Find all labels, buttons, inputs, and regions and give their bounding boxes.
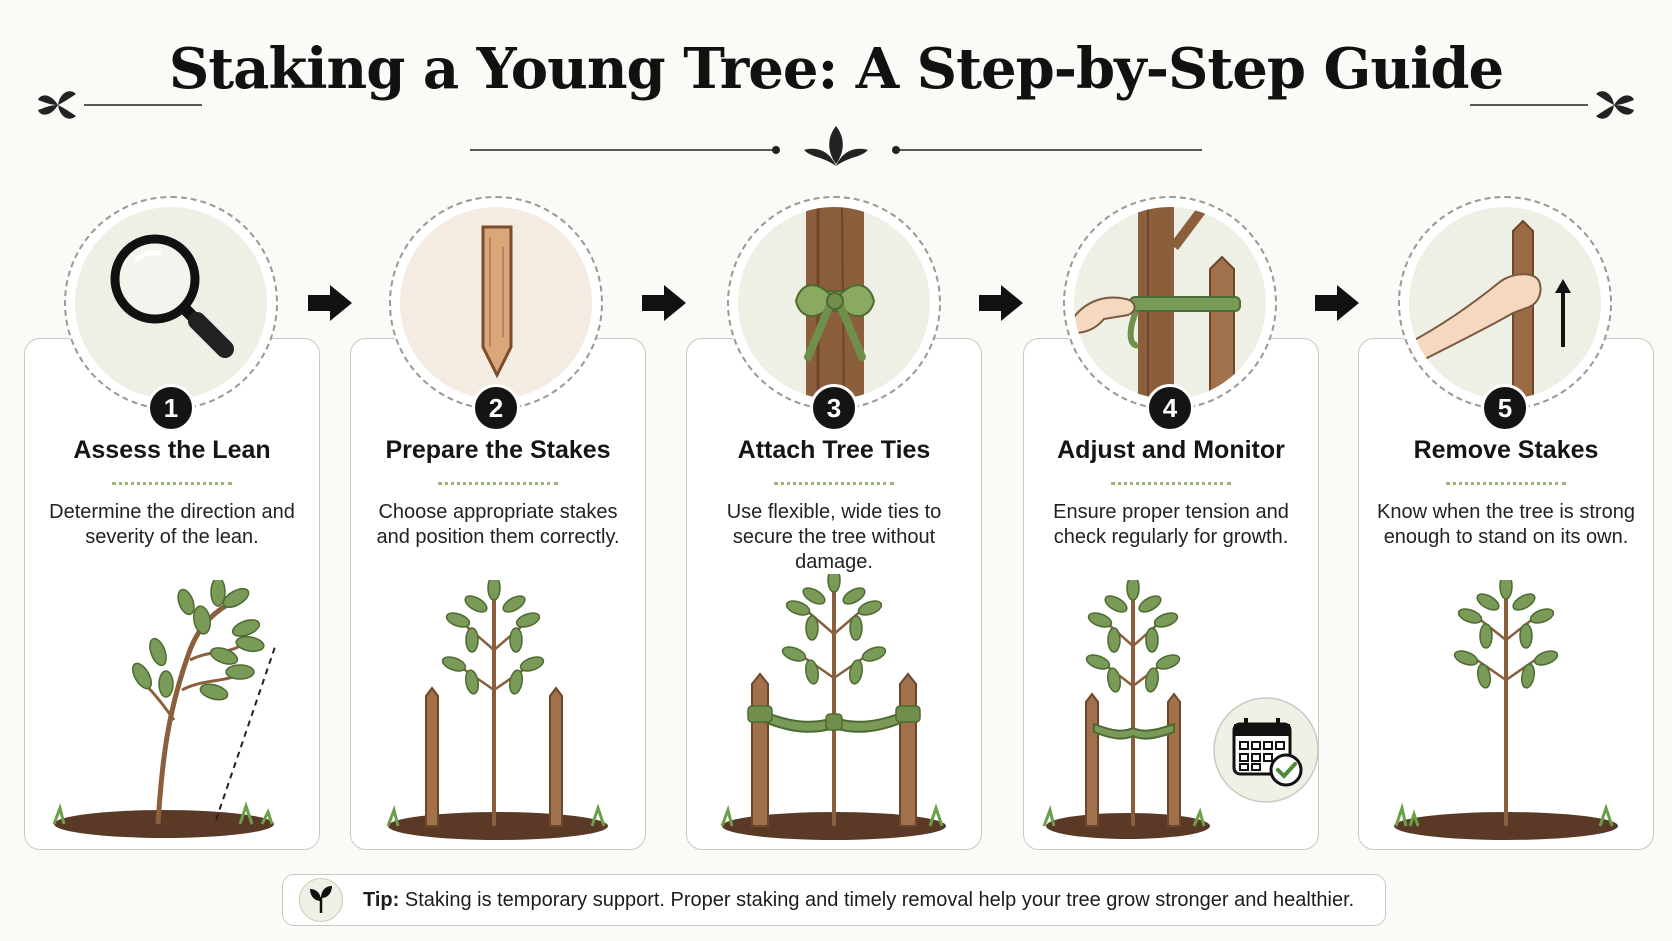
hand-adjusting-tie-icon (1074, 207, 1241, 399)
leaf-ornament-icon (38, 91, 76, 119)
step-description: Ensure proper tension and check regularl… (1053, 501, 1289, 548)
tree-with-stakes-illustration (386, 580, 608, 840)
tip-bar: Tip: Staking is temporary support. Prope… (282, 874, 1386, 926)
arrow-right-icon (642, 285, 686, 321)
step-title: Attach Tree Ties (737, 436, 931, 464)
tip-label: Tip: (363, 888, 400, 911)
dotted-divider (686, 482, 982, 486)
free-standing-tree-illustration (1394, 580, 1618, 840)
step-number-badge: 4 (1146, 384, 1194, 432)
title-decoration-left (38, 91, 202, 119)
step-description: Use flexible, wide ties to secure the tr… (726, 501, 942, 573)
leaf-ornament-icon (1596, 91, 1634, 119)
step-icon-circle-2 (389, 196, 603, 410)
dotted-divider (350, 482, 646, 486)
title-divider (470, 126, 1202, 166)
step-icon-circle-5 (1398, 196, 1612, 410)
arrow-right-icon (1315, 285, 1359, 321)
seedling-icon (299, 878, 343, 922)
tip-text: Tip: Staking is temporary support. Prope… (363, 889, 1354, 912)
dotted-divider (24, 482, 320, 486)
tree-with-ties-illustration (720, 574, 946, 840)
step-title: Remove Stakes (1413, 436, 1599, 464)
step-number-badge: 5 (1481, 384, 1529, 432)
dotted-divider (1023, 482, 1319, 486)
leaf-sprout-icon (804, 126, 868, 166)
step-number-badge: 3 (810, 384, 858, 432)
step-description: Choose appropriate stakes and position t… (376, 501, 620, 548)
hand-pulling-stake-icon (1409, 219, 1571, 399)
dotted-divider (1358, 482, 1654, 486)
step-number-badge: 1 (147, 384, 195, 432)
calendar-check-icon (1213, 697, 1319, 803)
step-icon-circle-4 (1063, 196, 1277, 410)
magnifying-glass-icon (110, 234, 234, 358)
tree-tie-icon (794, 207, 876, 399)
tree-monitor-illustration (1042, 580, 1210, 839)
step-icon-circle-3 (727, 196, 941, 410)
leaning-tree-illustration (52, 580, 277, 838)
step-description: Know when the tree is strong enough to s… (1377, 501, 1635, 548)
step-title: Adjust and Monitor (1057, 436, 1285, 464)
step-title: Assess the Lean (73, 436, 271, 464)
step-number-badge: 2 (472, 384, 520, 432)
arrow-right-icon (979, 285, 1023, 321)
step-icon-circle-1 (64, 196, 278, 410)
step-description: Determine the direction and severity of … (49, 501, 295, 548)
tip-message: Staking is temporary support. Proper sta… (404, 888, 1355, 911)
step-title: Prepare the Stakes (385, 436, 611, 464)
wooden-stake-icon (481, 225, 513, 379)
page-title: Staking a Young Tree: A Step-by-Step Gui… (168, 36, 1504, 102)
arrow-right-icon (308, 285, 352, 321)
title-decoration-right (1470, 91, 1634, 119)
